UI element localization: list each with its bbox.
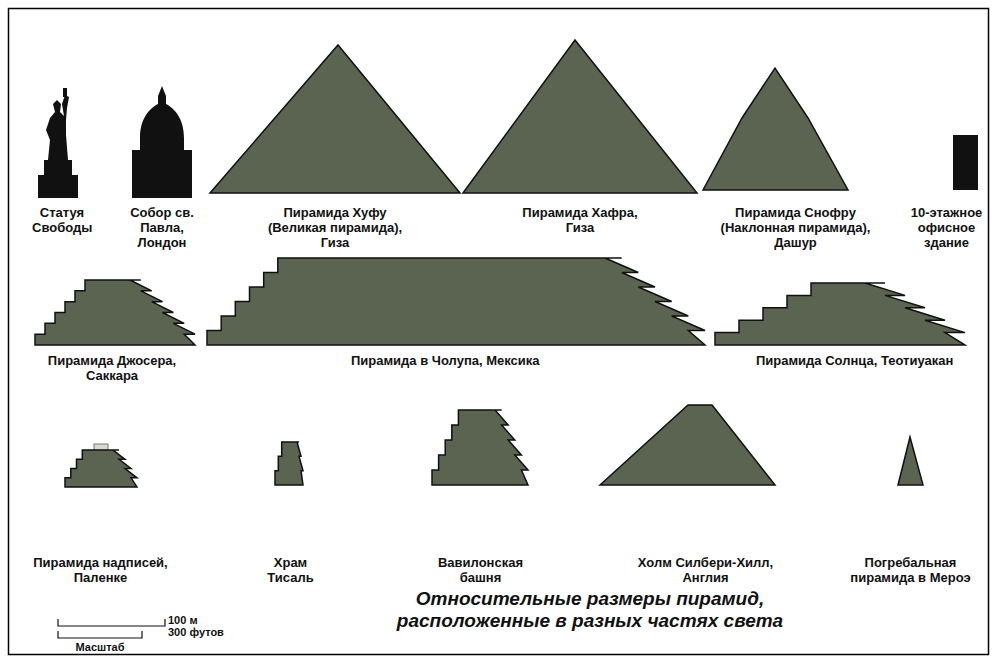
caption: Относительные размеры пирамид, расположе… [390,588,790,632]
scale-label: 100 м [168,614,198,626]
structure-name: Пирамида Снофру (Наклонная пирамида), Да… [713,205,878,250]
cholula-pyramid [207,258,705,345]
silbury-hill [600,405,775,485]
structure-name: Вавилонская башня [433,555,528,585]
structure-name: 10-этажное офисное здание [909,205,984,250]
khufu-pyramid [210,45,460,193]
structure-name: Пирамида Хуфу (Великая пирамида), Гиза [260,205,410,250]
sun-pyramid [715,283,965,345]
structure-name: Погребальная пирамида в Мероэ [848,555,973,585]
structure-name: Собор св. Павла, Лондон [127,205,197,250]
djoser-pyramid [35,280,195,345]
structure-name: Пирамида в Чолупа, Мексика [351,353,540,368]
structure-name: Пирамида Джосера, Саккара [42,353,182,383]
khafre-pyramid [463,40,697,193]
structure-name: Пирамида Солнца, Теотиуакан [756,353,953,368]
scale-label: Масштаб [55,641,145,653]
scale-bar [58,619,165,638]
structure-name: Статуя Свободы [32,205,92,235]
structure-name: Холм Силбери-Хилл, Англия [633,555,778,585]
structure-name: Пирамида надписей, Паленке [28,555,173,585]
structure-name: Храм Тисаль [263,555,318,585]
structure-name: Пирамида Хафра, Гиза [520,205,640,235]
office-building [953,135,978,190]
palenque-pyramid [65,450,137,487]
meroe-pyramid [898,437,923,485]
scale-label: 300 футов [168,626,224,638]
st-pauls-cathedral [132,86,192,198]
bent-pyramid [703,68,848,190]
frame [9,9,989,655]
tikal-temple [275,442,303,485]
babylon-tower [432,410,528,485]
statue-of-liberty [38,88,78,198]
